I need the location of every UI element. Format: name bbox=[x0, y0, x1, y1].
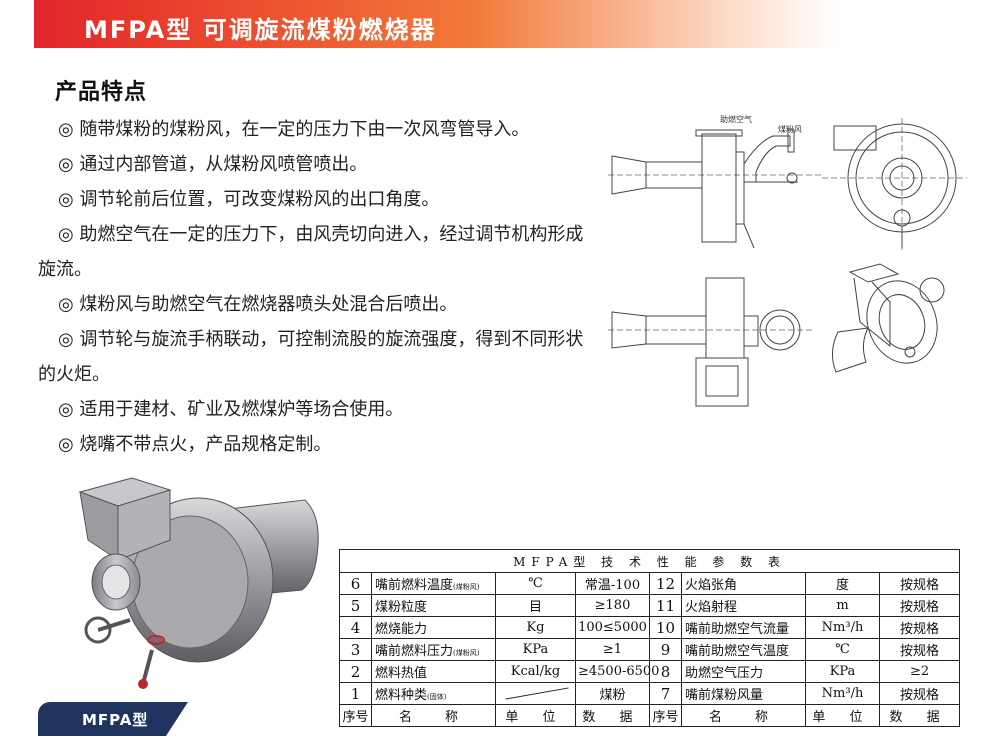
feature-item: ◎ 通过内部管道，从煤粉风喷管喷出。 bbox=[58, 154, 368, 175]
cell-name: 嘴前燃料温度(煤粉风) bbox=[371, 572, 496, 595]
cell-data: ≥180 bbox=[575, 594, 650, 617]
spec-caption: MFPA型 技 术 性 能 参 数 表 bbox=[338, 549, 961, 573]
drawing-top-view bbox=[608, 277, 813, 407]
cell-no: 5 bbox=[339, 594, 372, 617]
cell-name: 燃料热值 bbox=[371, 660, 496, 683]
cell-unit: 目 bbox=[495, 594, 576, 617]
spec-caption-row: MFPA型 技 术 性 能 参 数 表 bbox=[338, 549, 961, 573]
cell-data: 按规格 bbox=[878, 594, 961, 617]
header-name: 名 称 bbox=[371, 704, 496, 727]
cell-unit: Nm³/h bbox=[805, 616, 880, 639]
cell-no: 3 bbox=[339, 638, 372, 661]
feature-item: ◎ 调节轮前后位置，可改变煤粉风的出口角度。 bbox=[58, 189, 440, 210]
cell-name: 火焰张角 bbox=[681, 572, 806, 595]
table-row: 4 燃烧能力 Kg 100≤5000 10 嘴前助燃空气流量 Nm³/h 按规格 bbox=[339, 616, 961, 639]
cell-name: 火焰射程 bbox=[681, 594, 806, 617]
label-combustion-air: 助燃空气 bbox=[720, 114, 752, 124]
cell-data: 按规格 bbox=[878, 638, 961, 661]
header-no: 序号 bbox=[339, 704, 372, 727]
feature-item: ◎ 烧嘴不带点火，产品规格定制。 bbox=[58, 434, 332, 455]
cell-data: 按规格 bbox=[878, 682, 961, 705]
cell-no: 2 bbox=[339, 660, 372, 683]
table-row: 3 嘴前燃料压力(煤粉风) KPa ≥1 9 嘴前助燃空气温度 ℃ 按规格 bbox=[339, 638, 961, 661]
cell-name: 嘴前燃料压力(煤粉风) bbox=[371, 638, 496, 661]
header-name: 名 称 bbox=[681, 704, 806, 727]
features-title: 产品特点 bbox=[55, 80, 148, 105]
model-tag: MFPA型 bbox=[38, 702, 188, 736]
cell-unit: 度 bbox=[805, 572, 880, 595]
spec-table: MFPA型 技 术 性 能 参 数 表 6 嘴前燃料温度(煤粉风) ℃ 常温-1… bbox=[338, 549, 961, 727]
cell-name: 助燃空气压力 bbox=[681, 660, 806, 683]
cell-data: 按规格 bbox=[878, 616, 961, 639]
header-unit: 单 位 bbox=[495, 704, 576, 727]
cell-no: 11 bbox=[649, 594, 682, 617]
header-no: 序号 bbox=[649, 704, 682, 727]
table-row: 6 嘴前燃料温度(煤粉风) ℃ 常温-100 12 火焰张角 度 按规格 bbox=[339, 572, 961, 595]
cell-unit: KPa bbox=[805, 660, 880, 683]
cell-name: 嘴前助燃空气流量 bbox=[681, 616, 806, 639]
cell-unit: ℃ bbox=[805, 638, 880, 661]
page-title: MFPA型 可调旋流煤粉燃烧器 bbox=[84, 16, 437, 44]
drawing-front-view bbox=[822, 118, 967, 253]
label-coal-air: 煤粉风 bbox=[778, 124, 802, 134]
cell-data: 煤粉 bbox=[575, 682, 650, 705]
cell-unit: Kg bbox=[495, 616, 576, 639]
cell-data: 常温-100 bbox=[575, 572, 650, 595]
cell-name: 燃料种类(固体) bbox=[371, 682, 496, 705]
cell-unit: m bbox=[805, 594, 880, 617]
cell-no: 1 bbox=[339, 682, 372, 705]
cell-unit: ℃ bbox=[495, 572, 576, 595]
model-tag-label: MFPA型 bbox=[82, 711, 149, 729]
header-data: 数 据 bbox=[575, 704, 650, 727]
cell-no: 10 bbox=[649, 616, 682, 639]
drawing-side-view: 助燃空气 煤粉风 bbox=[608, 114, 823, 249]
table-row: 1 燃料种类(固体) 煤粉 7 嘴前煤粉风量 Nm³/h 按规格 bbox=[339, 682, 961, 705]
header-unit: 单 位 bbox=[805, 704, 880, 727]
product-photo bbox=[78, 477, 319, 689]
table-header-row: 序号 名 称 单 位 数 据 序号 名 称 单 位 数 据 bbox=[339, 704, 961, 727]
cell-no: 12 bbox=[649, 572, 682, 595]
drawing-3d-view bbox=[832, 263, 945, 373]
features-list: ◎ 随带煤粉的煤粉风，在一定的压力下由一次风弯管导入。 ◎ 通过内部管道，从煤粉… bbox=[38, 112, 598, 462]
cell-unit: Nm³/h bbox=[805, 682, 880, 705]
cell-unit: Kcal/kg bbox=[495, 660, 576, 683]
cell-unit: KPa bbox=[495, 638, 576, 661]
cell-name: 嘴前煤粉风量 bbox=[681, 682, 806, 705]
cell-data: 100≤5000 bbox=[575, 616, 650, 639]
cell-name: 煤粉粒度 bbox=[371, 594, 496, 617]
cell-data: ≥2 bbox=[878, 660, 961, 683]
cell-data: 按规格 bbox=[878, 572, 961, 595]
header-banner: MFPA型 可调旋流煤粉燃烧器 bbox=[34, 0, 838, 48]
cell-no: 4 bbox=[339, 616, 372, 639]
cell-no: 9 bbox=[649, 638, 682, 661]
cell-no: 6 bbox=[339, 572, 372, 595]
feature-item: ◎ 助燃空气在一定的压力下，由风壳切向进入，经过调节机构形成旋流。 bbox=[38, 224, 584, 280]
cell-data: ≥1 bbox=[575, 638, 650, 661]
slash-mark bbox=[503, 688, 569, 700]
cell-name: 嘴前助燃空气温度 bbox=[681, 638, 806, 661]
feature-item: ◎ 调节轮与旋流手柄联动，可控制流股的旋流强度，得到不同形状的火炬。 bbox=[38, 329, 584, 385]
feature-item: ◎ 适用于建材、矿业及燃煤炉等场合使用。 bbox=[58, 399, 404, 420]
table-row: 5 煤粉粒度 目 ≥180 11 火焰射程 m 按规格 bbox=[339, 594, 961, 617]
header-data: 数 据 bbox=[878, 704, 961, 727]
cell-no: 7 bbox=[649, 682, 682, 705]
feature-item: ◎ 煤粉风与助燃空气在燃烧器喷头处混合后喷出。 bbox=[58, 294, 458, 315]
table-row: 2 燃料热值 Kcal/kg ≥4500-6500 8 助燃空气压力 KPa ≥… bbox=[339, 660, 961, 683]
feature-item: ◎ 随带煤粉的煤粉风，在一定的压力下由一次风弯管导入。 bbox=[58, 119, 530, 140]
cell-name: 燃烧能力 bbox=[371, 616, 496, 639]
cell-unit-slash bbox=[495, 682, 576, 705]
cell-data: ≥4500-6500 bbox=[575, 660, 659, 683]
